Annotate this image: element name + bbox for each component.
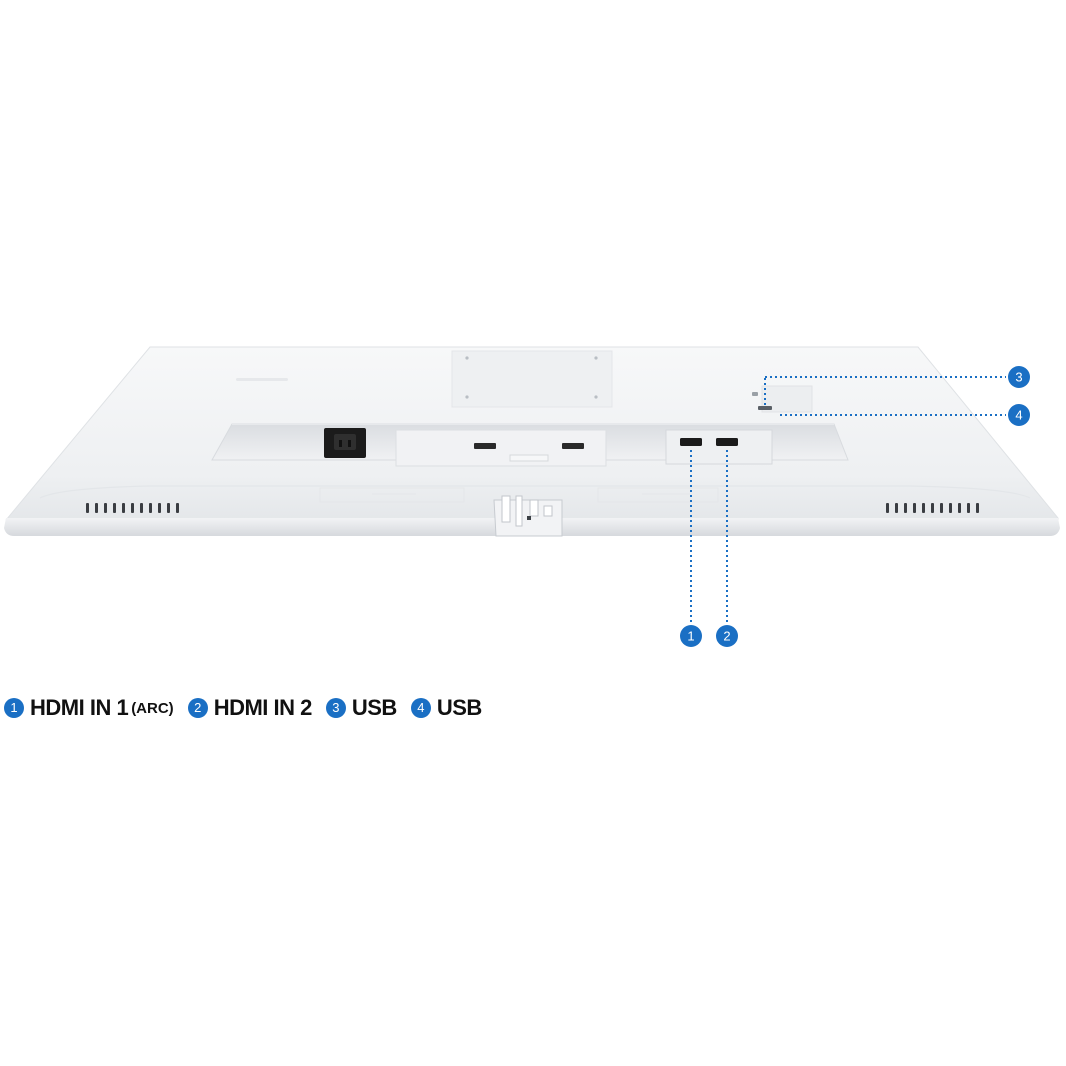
- callout-badge-1: 1: [680, 625, 702, 647]
- cable-clip: [493, 495, 563, 537]
- power-socket: [324, 428, 366, 458]
- callout-badge-3-text: 3: [1015, 370, 1022, 385]
- port-recess: [211, 423, 849, 467]
- usb-port-3: [758, 406, 772, 410]
- service-ports: [474, 443, 584, 462]
- legend-badge-3: 3: [325, 698, 346, 718]
- callout-badge-2-text: 2: [723, 629, 730, 644]
- legend-label-2: HDMI IN 2: [213, 695, 313, 720]
- legend-label-3: USB: [351, 695, 397, 720]
- legend-item-usb-4: 4 USB: [410, 695, 482, 721]
- legend-item-hdmi-in-1: 1 HDMI IN 1 (ARC): [4, 695, 174, 721]
- legend-badge-4: 4: [410, 698, 431, 718]
- callout-badge-4-text: 4: [1015, 408, 1022, 423]
- callout-lines: [690, 376, 1006, 624]
- vent-left: [86, 503, 179, 513]
- port-legend: 1 HDMI IN 1 (ARC) 2 HDMI IN 2 3 USB 4 US…: [4, 692, 496, 724]
- hdmi-port-2: [716, 438, 738, 446]
- vent-right: [886, 503, 979, 513]
- callout-badge-4: 4: [1008, 404, 1030, 426]
- legend-item-hdmi-in-2: 2 HDMI IN 2: [187, 695, 313, 721]
- callout-badge-1-text: 1: [687, 629, 694, 644]
- callout-badge-3: 3: [1008, 366, 1030, 388]
- usb-port-area: [752, 385, 813, 413]
- legend-label-1: HDMI IN 1: [30, 695, 129, 720]
- panel-seams: [319, 487, 719, 503]
- legend-suffix-1: (ARC): [131, 699, 174, 717]
- vesa-mount-area: [451, 350, 613, 408]
- legend-badge-1: 1: [4, 698, 24, 718]
- legend-item-usb-3: 3 USB: [325, 695, 397, 721]
- hdmi-port-1: [680, 438, 702, 446]
- callout-badge-2: 2: [716, 625, 738, 647]
- legend-label-4: USB: [436, 695, 482, 720]
- legend-badge-2: 2: [187, 698, 208, 718]
